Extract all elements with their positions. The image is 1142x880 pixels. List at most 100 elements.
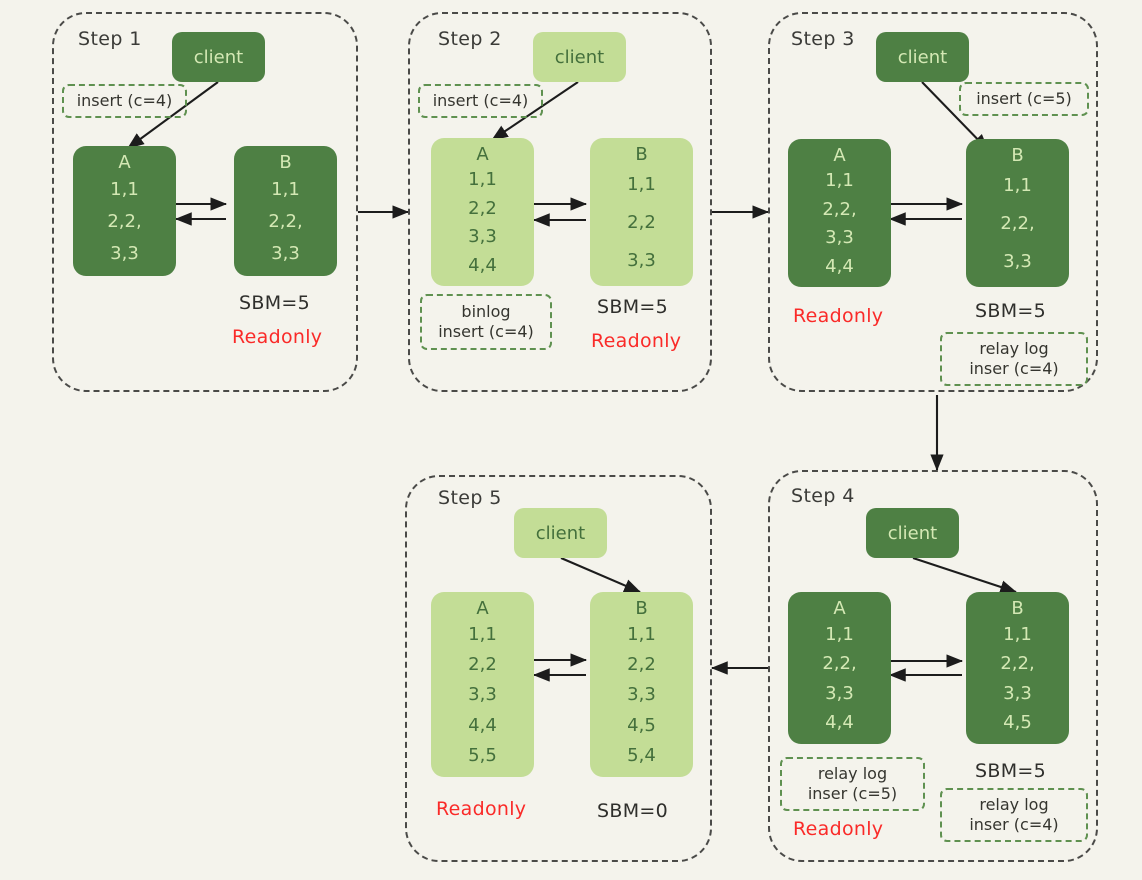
node-name: B [635,598,648,619]
node-row: 3,3 [271,243,300,264]
node-row: 1,1 [1003,175,1032,196]
node-a-step5[interactable]: A 1,1 2,2 3,3 4,4 5,5 [431,592,534,777]
sbm-label-step5: SBM=0 [597,800,668,822]
node-name: A [476,144,489,165]
node-rows: 1,1 2,2 3,3 4,4 5,5 [431,618,534,777]
relay-note-line2: inser (c=4) [969,815,1059,834]
step-container-4 [768,470,1098,862]
node-b-step3[interactable]: B 1,1 2,2, 3,3 [966,139,1069,287]
node-row: 2,2 [627,212,656,233]
node-a-step3[interactable]: A 1,1 2,2, 3,3 4,4 [788,139,891,287]
node-row: 5,5 [468,744,497,766]
client-label: client [897,46,948,68]
step-container-3 [768,12,1098,392]
request-note-text: insert (c=4) [432,91,529,111]
step-container-5 [405,475,712,862]
client-box-step4[interactable]: client [866,508,959,558]
client-box-step2[interactable]: client [533,32,626,82]
readonly-label-step2: Readonly [591,330,682,352]
binlog-note-line1: binlog [461,302,511,322]
node-b-step4[interactable]: B 1,1 2,2, 3,3 4,5 [966,592,1069,744]
relay-note-line2: inser (c=4) [969,359,1059,378]
client-label: client [193,46,244,68]
node-row: 4,4 [468,714,497,736]
node-row: 2,2, [107,211,142,232]
request-note-step1: insert (c=4) [62,84,187,118]
node-b-step1[interactable]: B 1,1 2,2, 3,3 [234,146,337,276]
client-box-step3[interactable]: client [876,32,969,82]
node-row: 2,2, [268,211,303,232]
node-row: 1,1 [468,624,497,646]
node-row: 1,1 [271,179,300,200]
node-row: 1,1 [468,169,497,191]
relay-note-a-step4: relay log inser (c=5) [780,757,925,811]
relay-note-line1: relay log [979,795,1049,815]
relay-note-step3: relay log inser (c=4) [940,332,1088,386]
step-title-1: Step 1 [78,28,142,50]
client-box-step5[interactable]: client [514,508,607,558]
node-name: A [833,598,846,619]
request-note-text: insert (c=4) [76,91,173,111]
node-a-step1[interactable]: A 1,1 2,2, 3,3 [73,146,176,276]
request-note-text: insert (c=5) [976,89,1072,109]
node-row: 1,1 [627,174,656,195]
node-row: 1,1 [825,623,854,645]
node-a-step4[interactable]: A 1,1 2,2, 3,3 4,4 [788,592,891,744]
node-row: 4,4 [825,255,854,277]
step-title-5: Step 5 [438,487,502,509]
step-title-4: Step 4 [791,485,855,507]
node-name: A [118,152,131,173]
node-rows: 1,1 2,2, 3,3 [73,172,176,276]
readonly-label-step4: Readonly [793,818,884,840]
binlog-note-line2: insert (c=4) [438,322,534,341]
binlog-note-step2: binlog insert (c=4) [420,294,552,350]
relay-note-line1: relay log [979,339,1049,359]
node-row: 4,5 [627,714,656,736]
node-rows: 1,1 2,2 3,3 [590,164,693,286]
node-row: 3,3 [825,682,854,704]
node-rows: 1,1 2,2 3,3 4,4 [431,164,534,286]
step-title-2: Step 2 [438,28,502,50]
readonly-label-step3: Readonly [793,305,884,327]
node-rows: 1,1 2,2, 3,3 [966,165,1069,287]
node-row: 2,2, [822,653,857,675]
node-row: 3,3 [468,226,497,248]
node-row: 4,5 [1003,712,1032,734]
node-row: 1,1 [110,179,139,200]
request-note-step3: insert (c=5) [959,82,1089,116]
node-row: 5,4 [627,744,656,766]
node-row: 3,3 [627,250,656,271]
client-label: client [554,46,605,68]
node-row: 4,4 [468,254,497,276]
node-name: B [635,144,648,165]
node-rows: 1,1 2,2, 3,3 4,4 [788,618,891,744]
node-b-step2[interactable]: B 1,1 2,2 3,3 [590,138,693,286]
node-b-step5[interactable]: B 1,1 2,2 3,3 4,5 5,4 [590,592,693,777]
node-rows: 1,1 2,2 3,3 4,5 5,4 [590,618,693,777]
client-label: client [535,522,586,544]
step-container-1 [52,12,358,392]
node-rows: 1,1 2,2, 3,3 4,5 [966,618,1069,744]
client-box-step1[interactable]: client [172,32,265,82]
sbm-label-step4: SBM=5 [975,760,1046,782]
node-rows: 1,1 2,2, 3,3 4,4 [788,165,891,287]
relay-note-line2: inser (c=5) [807,784,898,803]
node-row: 2,2, [1000,653,1035,675]
node-name: A [833,145,846,166]
node-a-step2[interactable]: A 1,1 2,2 3,3 4,4 [431,138,534,286]
node-row: 2,2 [468,197,497,219]
sbm-label-step2: SBM=5 [597,296,668,318]
node-rows: 1,1 2,2, 3,3 [234,172,337,276]
readonly-label-step1: Readonly [232,326,323,348]
node-row: 3,3 [1003,251,1032,272]
step-title-3: Step 3 [791,28,855,50]
sbm-label-step1: SBM=5 [239,292,310,314]
node-row: 3,3 [627,684,656,706]
node-row: 1,1 [1003,623,1032,645]
readonly-label-step5: Readonly [436,798,527,820]
node-row: 3,3 [1003,682,1032,704]
node-row: 3,3 [468,684,497,706]
node-row: 4,4 [825,712,854,734]
relay-note-line1: relay log [817,764,888,784]
